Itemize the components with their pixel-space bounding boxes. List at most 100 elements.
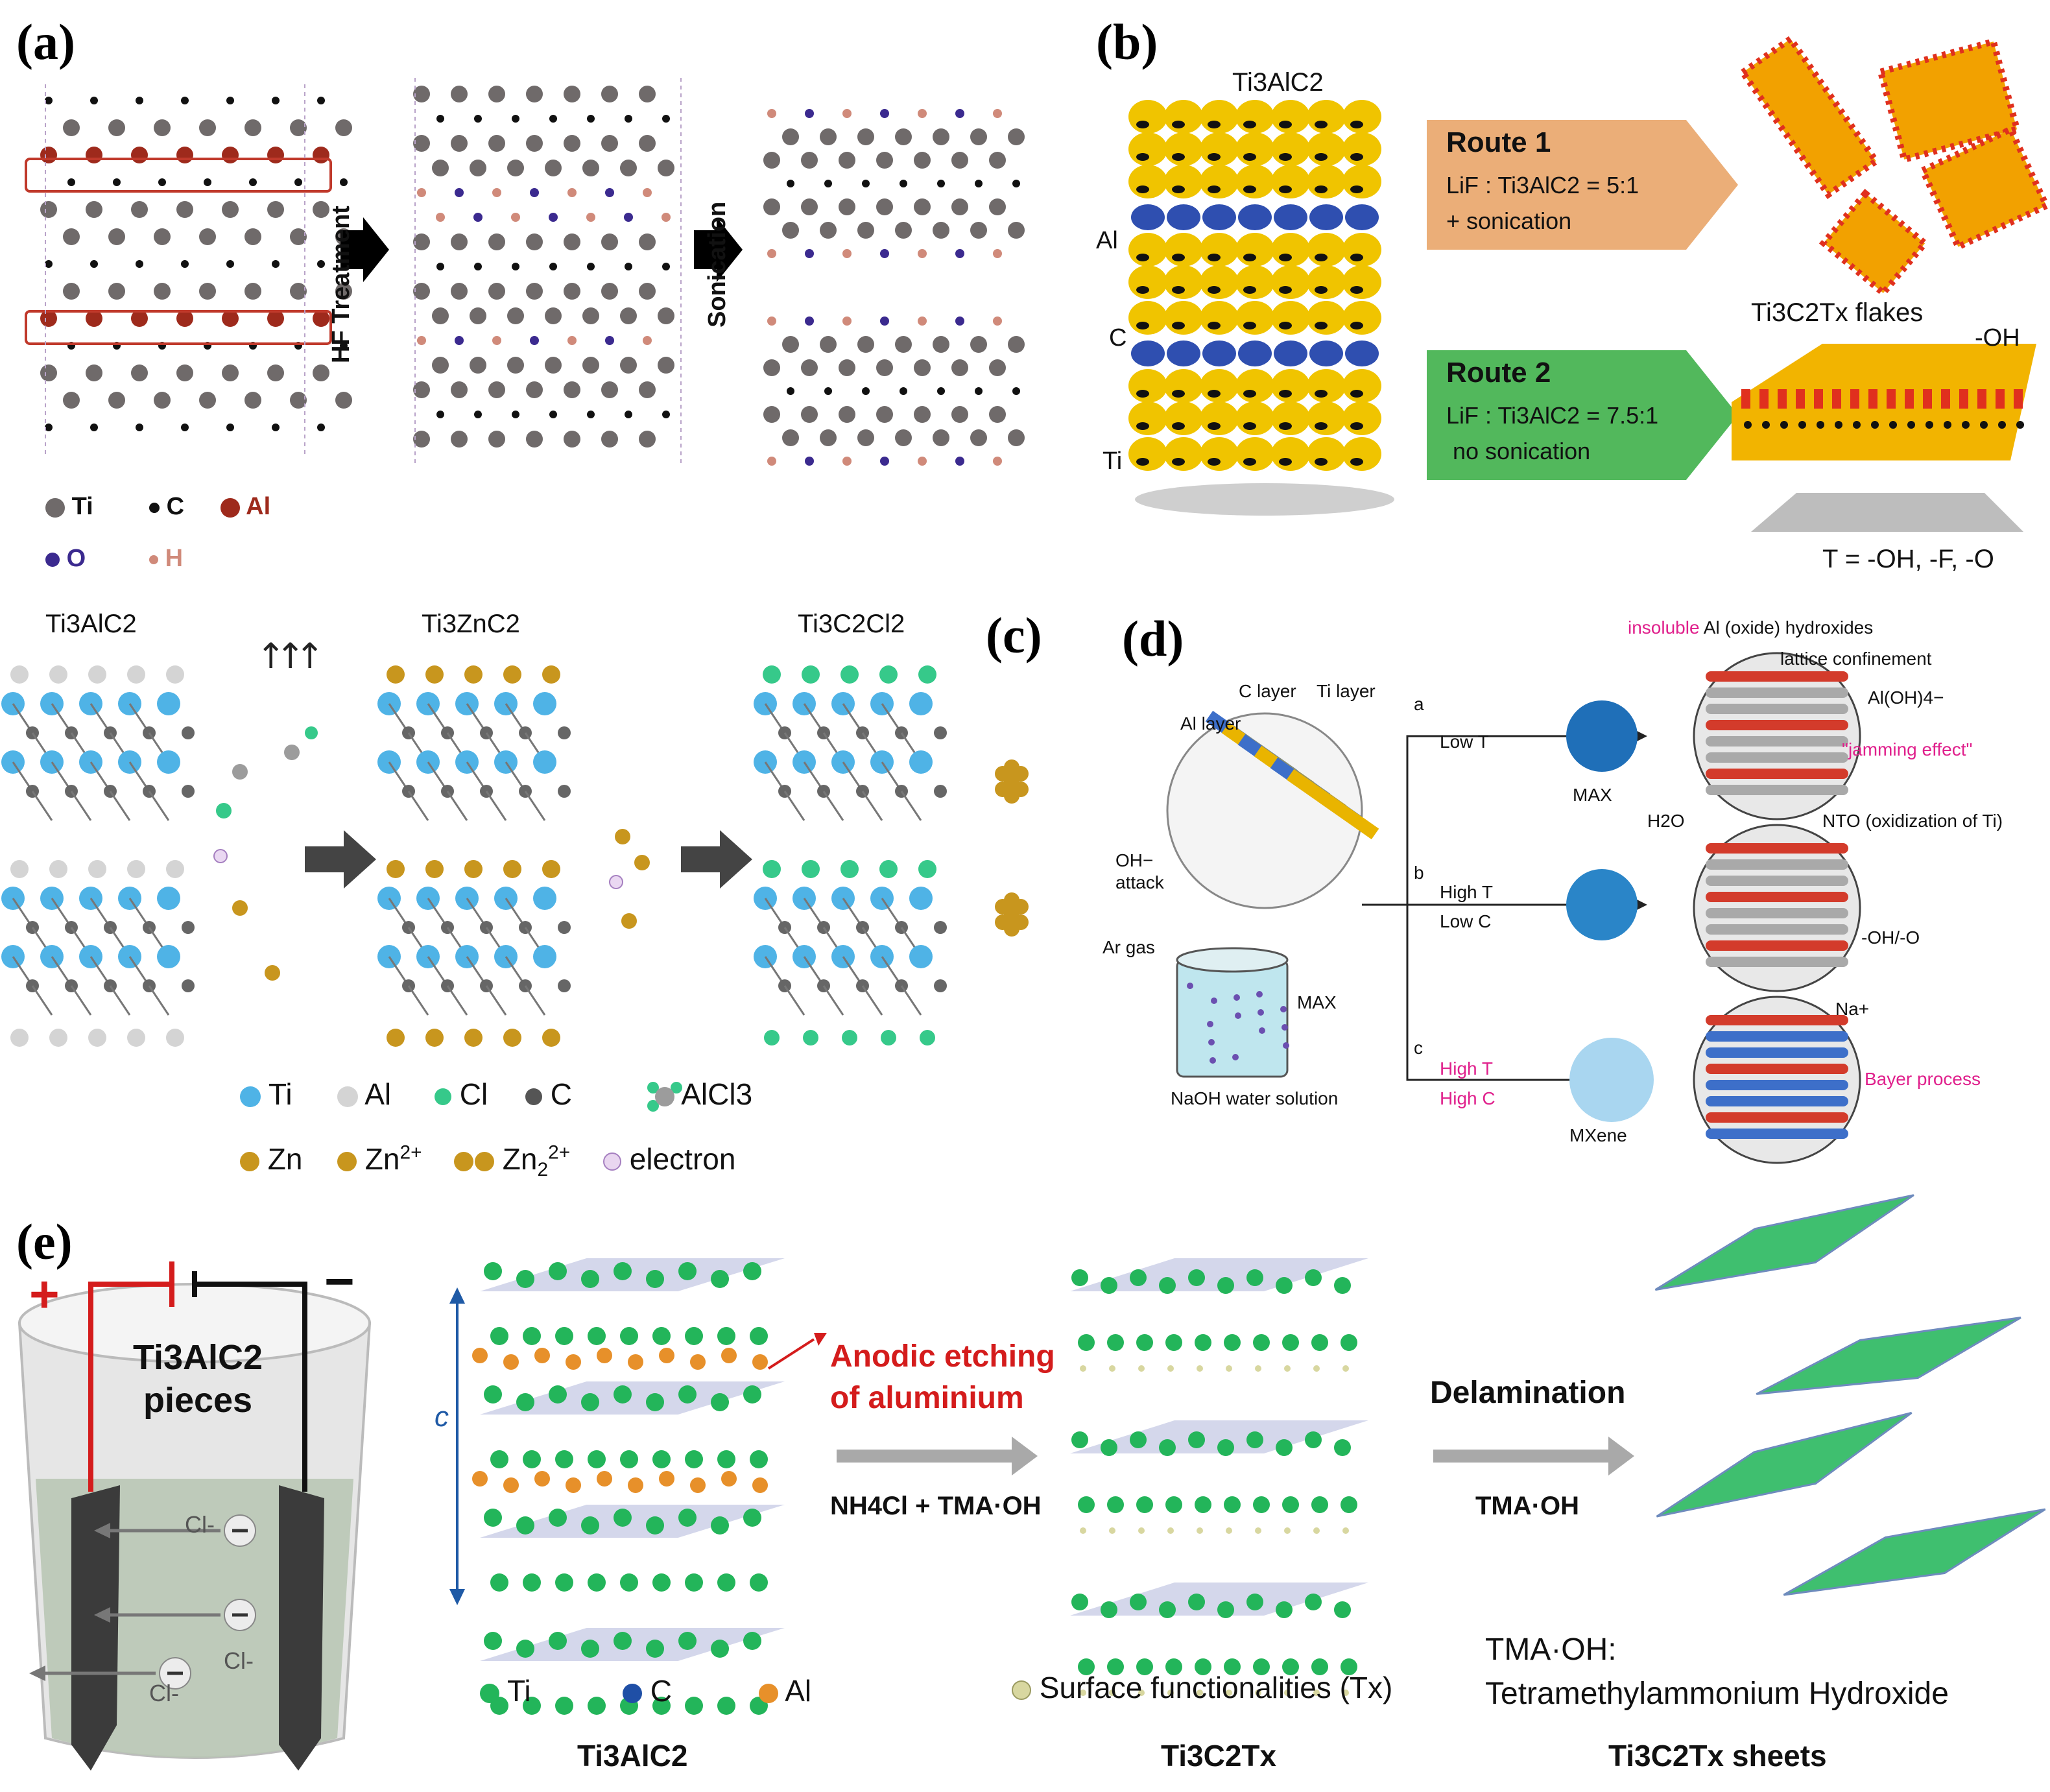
al-ellipsoid [1131, 340, 1165, 366]
sheet-face [1656, 1411, 1913, 1518]
stack-shadow [1135, 483, 1394, 516]
al-atom [131, 310, 148, 327]
ti-atom [895, 222, 912, 239]
max-slab [480, 1628, 785, 1661]
c-block1-bot-edge-atom [88, 860, 106, 878]
zoom-layer [1706, 940, 1848, 951]
c-block3-top-bond [900, 791, 922, 821]
zoom-layer [1706, 736, 1848, 747]
ti-atom [413, 381, 430, 398]
route2-sonication: no sonication [1453, 438, 1591, 464]
c-atom [1136, 286, 1149, 294]
legend-al: Al [220, 493, 270, 521]
panel-d-label: (d) [1122, 610, 1184, 667]
ti-atom [652, 1327, 671, 1345]
o-h-atom [842, 249, 852, 258]
zoom-layer [1706, 769, 1848, 779]
c-atom [317, 260, 325, 268]
ti-ellipsoid [1164, 301, 1203, 335]
zoom-layer [1706, 957, 1848, 967]
al-atom [40, 147, 57, 163]
ti-atom [601, 135, 618, 152]
al-ellipsoid [1167, 204, 1200, 230]
ti-atom [1217, 1601, 1234, 1618]
c-atom [1350, 153, 1363, 161]
c-atom [474, 115, 482, 123]
ti-atom [413, 431, 430, 448]
c-block2-top-atom [533, 750, 556, 774]
c-legend-c: C [525, 1077, 572, 1112]
c-atom [975, 387, 983, 395]
large-flake-body [1732, 344, 2036, 460]
reagent-tma: TMA·OH [1475, 1492, 1579, 1520]
ti-ellipsoid [1128, 401, 1167, 435]
ti-atom [601, 381, 618, 398]
ti-ellipsoid [1342, 301, 1381, 335]
c-atom [474, 411, 482, 418]
ti-atom [526, 381, 543, 398]
c-atom [1172, 422, 1185, 430]
ti-atom [244, 392, 261, 409]
c-block1-top-edge-atom [88, 665, 106, 684]
o-h-atom [993, 317, 1002, 326]
al-atom [313, 147, 329, 163]
d-jamming: "jamming effect" [1842, 739, 1973, 759]
o-h-atom [473, 213, 483, 222]
ti-atom [652, 1573, 671, 1592]
cl-atom [881, 1030, 896, 1045]
ti-atom [582, 160, 599, 176]
al-atom [10, 1029, 29, 1047]
al-atom [628, 1354, 643, 1370]
ti-atom [1282, 1334, 1299, 1351]
ti-atom [131, 364, 148, 381]
ti-atom [526, 283, 543, 300]
c-atom [1243, 458, 1256, 466]
c-block2-bot-atom [558, 921, 571, 934]
ti-atom [63, 119, 80, 136]
ti-atom [581, 1393, 599, 1411]
o-h-atom [605, 188, 614, 197]
flake-body [1876, 37, 2021, 164]
c-atom [317, 97, 325, 104]
oh-termination [1741, 389, 1750, 409]
al-atom [222, 310, 239, 327]
c-atom [512, 115, 519, 123]
ti-atom [244, 119, 261, 136]
route1-sonication: + sonication [1446, 208, 1572, 234]
o-h-atom [511, 213, 520, 222]
ti-atom [620, 357, 637, 374]
c-atom [1744, 421, 1752, 429]
o-h-atom [993, 109, 1002, 118]
ti-atom [951, 152, 968, 169]
c-block2-top-bond [524, 791, 546, 821]
ti-atom [750, 1573, 768, 1592]
ti-atom [564, 431, 580, 448]
c-block1-bot-atom [182, 921, 195, 934]
c-atom [181, 97, 189, 104]
c-legend-electron: electron [603, 1141, 735, 1177]
c-arrow-1 [305, 830, 376, 889]
panel-b-graphics [1128, 34, 2050, 532]
panel-b: (b) Ti3AlC2 Al C Ti Route 1 LiF : Ti3AlC… [1064, 0, 2050, 584]
route2-ratio: LiF : Ti3AlC2 = 7.5:1 [1446, 402, 1659, 429]
surface-group [1226, 1365, 1232, 1372]
surface-group [1226, 1690, 1232, 1696]
c-atom [1350, 185, 1363, 193]
panel-a: (a) HF Treatment Sonication Ti C Al O H [0, 0, 1051, 584]
o-h-atom [661, 213, 671, 222]
cl-ion-3: Cl- [149, 1680, 179, 1706]
ti-ellipsoid [1164, 165, 1203, 198]
ti-ellipsoid [1342, 132, 1381, 166]
legend-ti: Ti [45, 493, 93, 521]
ti-ellipsoid [1271, 369, 1310, 403]
c-atom [1172, 153, 1185, 161]
surface-group [1255, 1365, 1261, 1372]
c-block2-bot-bond [407, 985, 429, 1016]
max-particle [1207, 1021, 1213, 1027]
ti-atom [290, 228, 307, 245]
route2-title: Route 2 [1446, 357, 1551, 388]
al-atom [176, 147, 193, 163]
ti-atom [244, 283, 261, 300]
max-particle [1257, 1009, 1264, 1016]
